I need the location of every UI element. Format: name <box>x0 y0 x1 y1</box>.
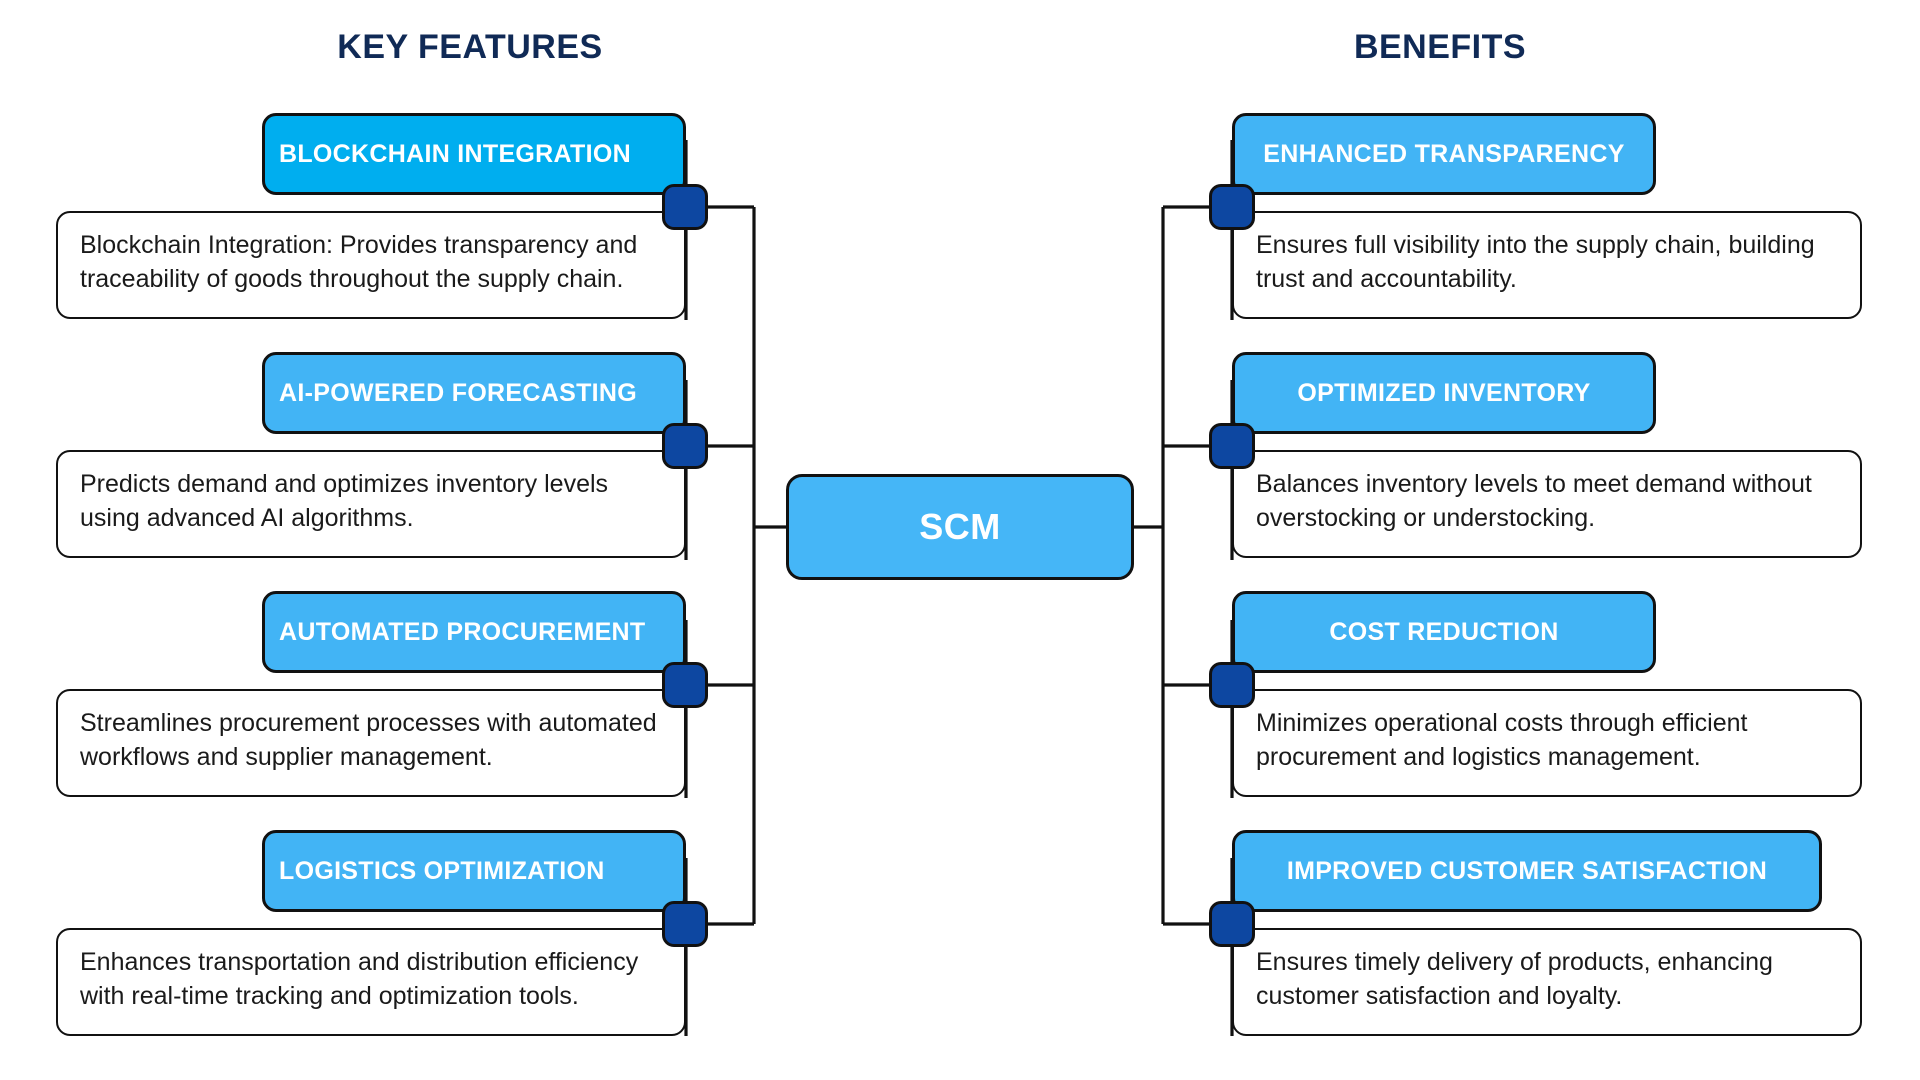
benefit-body-enhanced-transparency: Ensures full visibility into the supply … <box>1232 211 1862 319</box>
feature-connector-knob-3[interactable] <box>662 662 708 708</box>
feature-connector-knob-1[interactable] <box>662 184 708 230</box>
benefit-connector-knob-2[interactable] <box>1209 423 1255 469</box>
column-title-key-features: KEY FEATURES <box>337 28 603 66</box>
feature-header-automated-procurement[interactable]: AUTOMATED PROCUREMENT <box>262 591 686 673</box>
feature-body-logistics-optimization: Enhances transportation and distribution… <box>56 928 686 1036</box>
feature-header-logistics-optimization[interactable]: LOGISTICS OPTIMIZATION <box>262 830 686 912</box>
central-node-scm[interactable]: SCM <box>786 474 1134 580</box>
feature-header-blockchain-integration[interactable]: BLOCKCHAIN INTEGRATION <box>262 113 686 195</box>
benefit-connector-knob-4[interactable] <box>1209 901 1255 947</box>
benefit-header-enhanced-transparency[interactable]: ENHANCED TRANSPARENCY <box>1232 113 1656 195</box>
benefit-connector-knob-3[interactable] <box>1209 662 1255 708</box>
benefit-body-optimized-inventory: Balances inventory levels to meet demand… <box>1232 450 1862 558</box>
feature-body-ai-powered-forecasting: Predicts demand and optimizes inventory … <box>56 450 686 558</box>
benefit-connector-knob-1[interactable] <box>1209 184 1255 230</box>
feature-connector-knob-4[interactable] <box>662 901 708 947</box>
feature-connector-knob-2[interactable] <box>662 423 708 469</box>
feature-header-ai-powered-forecasting[interactable]: AI-POWERED FORECASTING <box>262 352 686 434</box>
feature-body-blockchain-integration: Blockchain Integration: Provides transpa… <box>56 211 686 319</box>
benefit-body-improved-customer-satisfaction: Ensures timely delivery of products, enh… <box>1232 928 1862 1036</box>
feature-body-automated-procurement: Streamlines procurement processes with a… <box>56 689 686 797</box>
benefit-body-cost-reduction: Minimizes operational costs through effi… <box>1232 689 1862 797</box>
benefit-header-improved-customer-satisfaction[interactable]: IMPROVED CUSTOMER SATISFACTION <box>1232 830 1822 912</box>
benefit-header-optimized-inventory[interactable]: OPTIMIZED INVENTORY <box>1232 352 1656 434</box>
benefit-header-cost-reduction[interactable]: COST REDUCTION <box>1232 591 1656 673</box>
column-title-benefits: BENEFITS <box>1353 28 1527 66</box>
